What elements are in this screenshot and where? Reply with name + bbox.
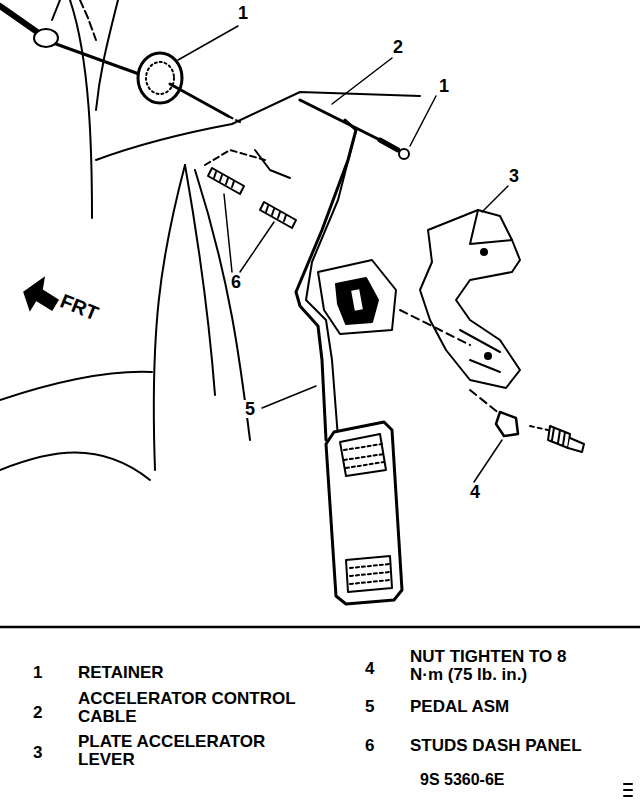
callout-number: 3: [507, 167, 521, 185]
callout-number: 4: [468, 483, 482, 501]
callout-number: 5: [243, 400, 257, 418]
callout-number: 2: [391, 38, 405, 56]
figure-code: 9S 5360-6E: [420, 771, 505, 789]
part-name: PLATE ACCELERATOR LEVER: [78, 733, 298, 769]
callout-number: 1: [437, 77, 451, 95]
part-name: RETAINER: [78, 664, 164, 682]
part-name: PEDAL ASM: [410, 698, 509, 716]
key-number: 1: [33, 664, 42, 682]
key-number: 5: [365, 698, 374, 716]
key-number: 3: [33, 744, 42, 762]
key-number: 4: [365, 660, 374, 678]
key-number: 6: [365, 737, 374, 755]
part-name: NUT TIGHTEN TO 8 N·m (75 lb. in.): [410, 648, 595, 684]
key-number: 2: [33, 704, 42, 722]
part-name: ACCELERATOR CONTROL CABLE: [78, 690, 333, 726]
front-label: FRT: [58, 291, 101, 322]
front-arrow: [24, 278, 58, 310]
callout-number: 1: [236, 4, 250, 22]
part-name: STUDS DASH PANEL: [410, 737, 582, 755]
callout-number: 6: [229, 273, 243, 291]
